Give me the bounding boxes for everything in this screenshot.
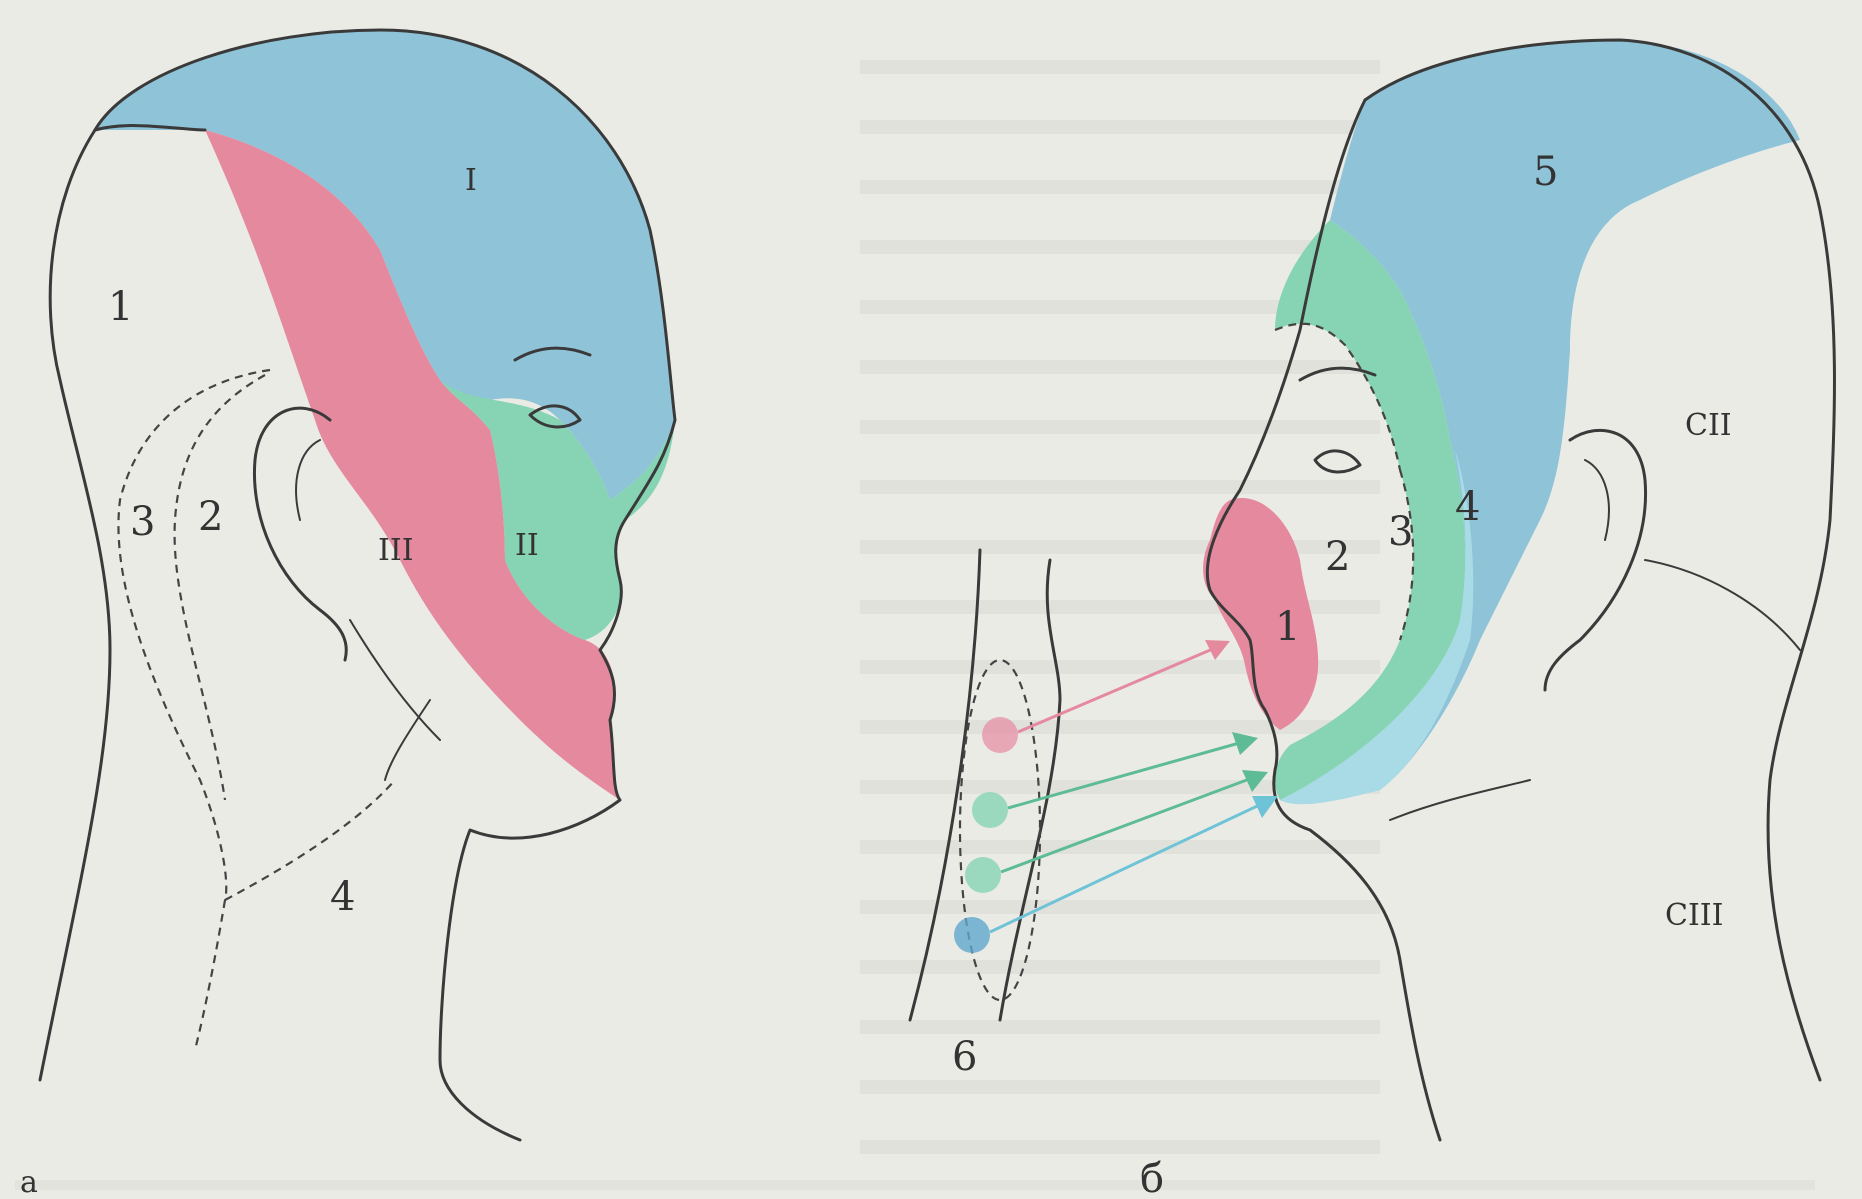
label-b-c2: CII	[1685, 408, 1732, 443]
label-a-roman-2: II	[515, 528, 539, 563]
ear-b	[1545, 430, 1646, 690]
eye-b	[1315, 451, 1360, 472]
label-a-roman-3: III	[378, 533, 414, 568]
label-b-num-1: 1	[1275, 604, 1300, 650]
nucleus-zone-4	[954, 917, 990, 953]
label-a-num-2: 2	[198, 494, 223, 540]
label-a-num-3: 3	[130, 499, 155, 545]
label-b-num-4: 4	[1455, 484, 1480, 530]
label-a-num-4: 4	[330, 874, 355, 920]
nucleus-zone-1	[982, 717, 1018, 753]
panel-a-letter: а	[20, 1165, 38, 1199]
label-a-roman-1: I	[465, 163, 477, 198]
label-b-c3: CIII	[1665, 898, 1724, 933]
region-b-zone-1	[1203, 498, 1318, 730]
nucleus-zone-2	[972, 792, 1008, 828]
label-a-num-1: 1	[108, 284, 133, 330]
label-b-num-5: 5	[1533, 149, 1558, 195]
panel-a-head: I II III 1 2 3 4 а	[20, 30, 675, 1199]
label-b-num-3: 3	[1388, 509, 1413, 555]
nucleus-zone-3	[965, 857, 1001, 893]
label-b-num-6: 6	[952, 1034, 977, 1080]
label-b-num-2: 2	[1325, 534, 1350, 580]
panel-b-letter: б	[1140, 1156, 1164, 1199]
